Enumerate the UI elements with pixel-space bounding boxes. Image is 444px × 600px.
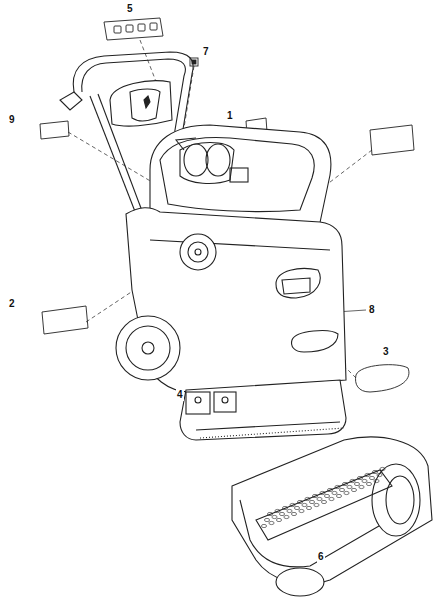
bristle xyxy=(276,518,281,521)
bristle xyxy=(294,506,299,509)
bristle xyxy=(350,479,355,482)
bristle xyxy=(314,503,319,506)
bristle xyxy=(275,509,280,512)
callout-number: 2 xyxy=(8,298,16,310)
bristle xyxy=(372,470,377,473)
bristle xyxy=(336,494,341,497)
bristle xyxy=(317,497,322,500)
bristle xyxy=(362,479,367,482)
main-body xyxy=(116,208,346,440)
bristle xyxy=(284,515,289,518)
callout-number: 1 xyxy=(226,110,234,122)
bristle xyxy=(321,500,326,503)
bristle xyxy=(264,518,269,521)
bristle xyxy=(377,473,382,476)
bristle xyxy=(282,506,287,509)
bristle xyxy=(359,485,364,488)
bristle xyxy=(324,494,329,497)
bristle xyxy=(329,497,334,500)
bristle xyxy=(365,473,370,476)
bristle xyxy=(347,485,352,488)
bristle xyxy=(302,503,307,506)
bristle xyxy=(344,491,349,494)
callout-number: 6 xyxy=(317,551,325,563)
bristle xyxy=(272,515,277,518)
bristle xyxy=(342,482,347,485)
bristle xyxy=(335,485,340,488)
bristle xyxy=(299,509,304,512)
callout-number: 9 xyxy=(8,114,16,126)
bristle xyxy=(374,479,379,482)
bristle xyxy=(320,491,325,494)
brush-rows xyxy=(261,467,385,527)
bristle xyxy=(279,512,284,515)
bristle xyxy=(366,482,371,485)
bristle xyxy=(261,524,266,527)
bristle xyxy=(312,494,317,497)
bristle xyxy=(351,488,356,491)
bristle xyxy=(267,512,272,515)
bristle xyxy=(357,476,362,479)
bristle xyxy=(380,467,385,470)
bristle xyxy=(309,500,314,503)
bristle xyxy=(327,488,332,491)
callout-number: 8 xyxy=(368,304,376,316)
bristle xyxy=(332,491,337,494)
bristle xyxy=(369,476,374,479)
underside-view xyxy=(232,437,432,596)
bristle xyxy=(287,509,292,512)
bristle xyxy=(305,497,310,500)
bristle xyxy=(297,500,302,503)
bristle xyxy=(306,506,311,509)
bristle xyxy=(354,482,359,485)
bristle xyxy=(291,512,296,515)
callout-number: 3 xyxy=(382,346,390,358)
callout-number: 5 xyxy=(126,3,134,15)
bristle xyxy=(339,488,344,491)
bristle xyxy=(290,503,295,506)
callout-number: 7 xyxy=(202,46,210,58)
bristle xyxy=(269,521,274,524)
callout-number: 4 xyxy=(176,389,184,401)
